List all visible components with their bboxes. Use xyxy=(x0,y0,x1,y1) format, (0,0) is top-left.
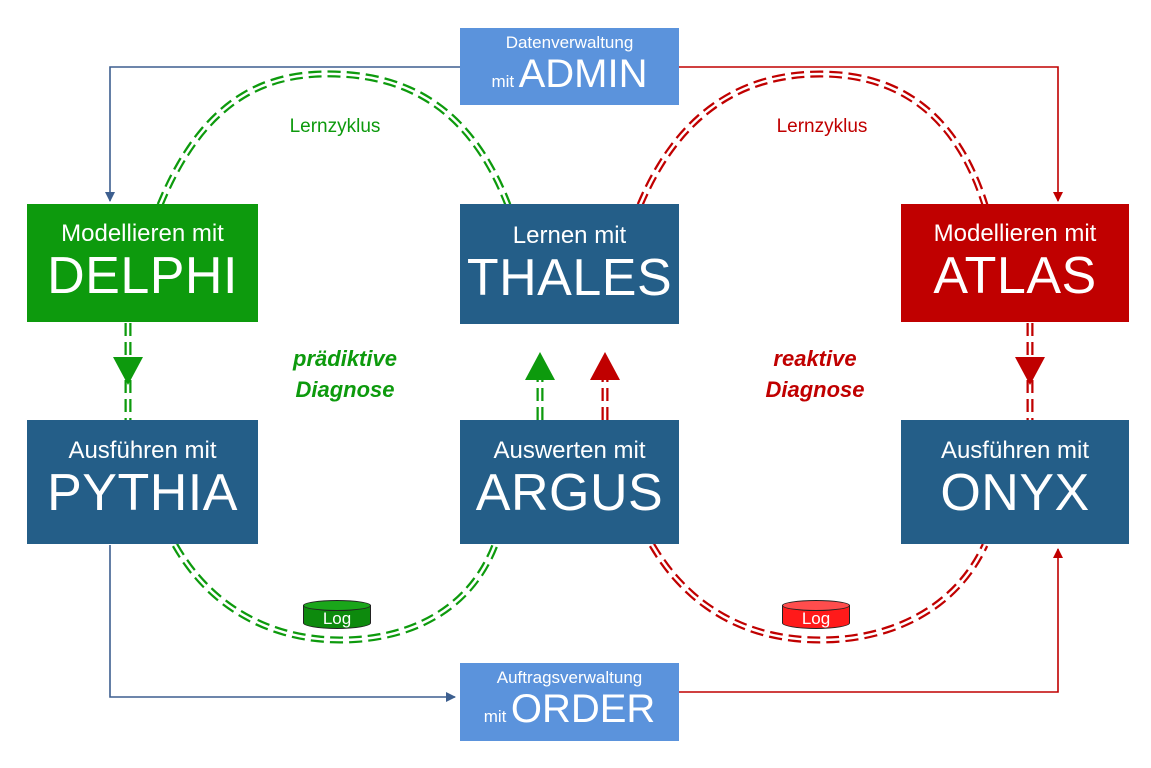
order-caption: Auftragsverwaltung xyxy=(496,668,643,687)
reactive-diagnosis-line-1: reaktive xyxy=(773,346,857,371)
predictive-diagnosis-line-2: Diagnose xyxy=(295,377,395,402)
pythia-action-label: Ausführen mit xyxy=(68,437,217,464)
admin-to-delphi-line xyxy=(105,66,460,202)
thales-name: THALES xyxy=(466,249,673,307)
order-name-row: mit ORDER xyxy=(460,689,679,738)
order-to-onyx-line xyxy=(679,548,1063,693)
management-connectors xyxy=(105,66,1063,702)
onyx-name: ONYX xyxy=(940,464,1090,522)
delphi-box[interactable]: Modellieren mit DELPHI xyxy=(27,204,258,322)
red-up-arrow xyxy=(590,352,620,380)
onyx-box[interactable]: Ausführen mit ONYX xyxy=(901,420,1129,544)
admin-name-row: mit ADMIN xyxy=(460,54,679,103)
green-cycle-top-arc xyxy=(156,70,512,207)
atlas-name: ATLAS xyxy=(933,247,1097,305)
admin-box[interactable]: Datenverwaltung mit ADMIN xyxy=(460,28,679,105)
red-learning-cycle xyxy=(590,70,1045,644)
delphi-name: DELPHI xyxy=(47,247,238,305)
log-left-label: Log xyxy=(322,609,352,628)
predictive-diagnosis-label: prädiktive Diagnose xyxy=(255,343,435,405)
argus-name: ARGUS xyxy=(475,464,664,522)
log-right-label: Log xyxy=(801,609,831,628)
green-down-arrow xyxy=(113,357,143,385)
thales-action-label: Lernen mit xyxy=(512,222,627,249)
pythia-to-order-line xyxy=(109,545,456,702)
atlas-action-label: Modellieren mit xyxy=(933,220,1097,247)
order-mit: mit xyxy=(483,707,507,726)
log-right-database-icon: Log xyxy=(782,600,850,632)
green-up-arrow xyxy=(525,352,555,380)
admin-name: ADMIN xyxy=(518,52,648,96)
reactive-diagnosis-label: reaktive Diagnose xyxy=(725,343,905,405)
atlas-box[interactable]: Modellieren mit ATLAS xyxy=(901,204,1129,322)
delphi-action-label: Modellieren mit xyxy=(61,220,224,247)
lernzyklus-right-label: Lernzyklus xyxy=(776,116,868,137)
argus-box[interactable]: Auswerten mit ARGUS xyxy=(460,420,679,544)
pythia-name: PYTHIA xyxy=(47,464,238,522)
admin-mit: mit xyxy=(491,72,515,91)
order-name: ORDER xyxy=(510,687,656,731)
thales-box[interactable]: Lernen mit THALES xyxy=(460,204,679,324)
red-cycle-top-arc xyxy=(636,70,989,207)
admin-caption: Datenverwaltung xyxy=(505,33,634,52)
green-learning-cycle xyxy=(113,70,555,644)
pythia-box[interactable]: Ausführen mit PYTHIA xyxy=(27,420,258,544)
lernzyklus-left-label: Lernzyklus xyxy=(289,116,381,137)
log-left-database-icon: Log xyxy=(303,600,371,632)
order-box[interactable]: Auftragsverwaltung mit ORDER xyxy=(460,663,679,741)
admin-to-atlas-line xyxy=(679,66,1063,202)
reactive-diagnosis-line-2: Diagnose xyxy=(765,377,865,402)
predictive-diagnosis-line-1: prädiktive xyxy=(293,346,397,371)
onyx-action-label: Ausführen mit xyxy=(940,437,1090,464)
red-down-arrow xyxy=(1015,357,1045,385)
argus-action-label: Auswerten mit xyxy=(493,437,646,464)
